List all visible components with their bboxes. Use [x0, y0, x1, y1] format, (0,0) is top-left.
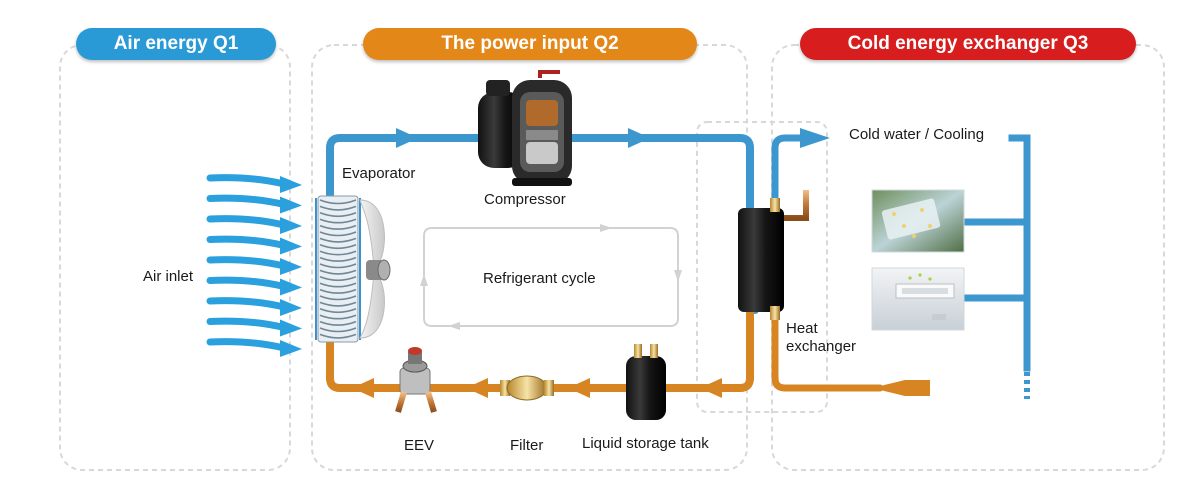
- evaporator-coil: [315, 195, 361, 343]
- air-inlet-arrowhead: [280, 196, 302, 214]
- coil-line: [319, 205, 357, 211]
- frame-cold-exchanger: [771, 44, 1165, 471]
- ceiling-ac-photo: [871, 267, 965, 331]
- air-inlet-arrowhead: [280, 340, 302, 357]
- cooling-manifold: [958, 134, 1031, 372]
- manifold-continuation-dots: [1024, 372, 1030, 399]
- compressor-label: Compressor: [484, 191, 566, 208]
- coil-line: [319, 231, 357, 237]
- coil-line: [319, 282, 357, 288]
- air-inlet-arrow: [206, 215, 288, 229]
- coil-line: [319, 244, 357, 250]
- air-inlet-arrowhead: [280, 278, 302, 296]
- air-inlet-arrowhead: [280, 176, 302, 193]
- orange-pipe-return: [771, 296, 884, 392]
- filter-icon: [500, 375, 554, 401]
- heat-exchanger-label-line2: exchanger: [786, 338, 857, 355]
- coil-line: [319, 276, 357, 282]
- refrigerant-cycle-loop: [423, 227, 679, 327]
- blue-pipe-cold-water: [771, 134, 804, 254]
- heat-exchanger-icon: [738, 190, 812, 320]
- coil-line: [319, 333, 357, 339]
- air-inlet-arrowhead: [280, 299, 302, 316]
- cold-water-label: Cold water / Cooling: [849, 126, 985, 143]
- refrigerant-cycle-label: Refrigerant cycle: [483, 270, 596, 287]
- section-title-air-energy: Air energy Q1: [76, 28, 276, 60]
- liquid-storage-tank-icon: [626, 344, 666, 420]
- coil-line: [319, 288, 357, 294]
- air-inlet-arrow: [206, 256, 288, 270]
- coil-line: [319, 256, 357, 262]
- floor-cooling-photo: [871, 189, 965, 253]
- air-inlet-arrows: [206, 174, 302, 357]
- eev-icon: [395, 347, 446, 413]
- eev-label: EEV: [404, 437, 435, 454]
- coil-line: [319, 295, 357, 301]
- coil-line: [319, 308, 357, 314]
- coil-line: [319, 327, 357, 333]
- coil-line: [319, 263, 357, 269]
- frame-heat-exchanger-column: [696, 121, 828, 413]
- coil-line: [319, 199, 357, 205]
- air-inlet-arrow: [206, 338, 288, 352]
- air-inlet-arrowhead: [280, 258, 302, 275]
- return-water-arrowhead: [872, 380, 930, 396]
- coil-line: [319, 301, 357, 307]
- section-title-cold-exchanger: Cold energy exchanger Q3: [800, 28, 1136, 60]
- refrigerant-cycle-arrowheads: [420, 224, 682, 330]
- pipe-flow-arrows: [352, 128, 722, 398]
- liquid-tank-label: Liquid storage tank: [582, 435, 709, 452]
- filter-label: Filter: [510, 437, 544, 454]
- evaporator-label: Evaporator: [342, 165, 416, 182]
- air-inlet-arrow: [206, 317, 288, 331]
- air-inlet-arrow: [206, 235, 288, 249]
- orange-pipe-bottom: [326, 296, 754, 392]
- fan-icon: [359, 199, 391, 339]
- compressor-icon: [478, 70, 572, 186]
- heat-exchanger-label: Heat exchanger: [786, 320, 856, 356]
- coil-line: [319, 218, 357, 224]
- air-inlet-arrow: [206, 297, 288, 311]
- coil-line: [319, 269, 357, 275]
- air-inlet-arrow: [206, 174, 288, 188]
- heat-exchanger-label-line1: Heat: [786, 320, 818, 337]
- air-inlet-label: Air inlet: [143, 268, 194, 285]
- air-inlet-arrowhead: [280, 319, 302, 337]
- air-inlet-arrowhead: [280, 237, 302, 255]
- coil-line: [319, 314, 357, 320]
- air-inlet-arrow: [206, 276, 288, 290]
- coil-line: [319, 237, 357, 243]
- air-inlet-arrow: [206, 194, 288, 208]
- frame-air-energy: [59, 44, 291, 471]
- coil-line: [319, 320, 357, 326]
- coil-line: [319, 224, 357, 230]
- coil-line: [319, 212, 357, 218]
- coil-line: [319, 250, 357, 256]
- cold-water-out-arrowhead: [800, 128, 830, 148]
- air-inlet-arrowhead: [280, 217, 302, 234]
- section-title-power-input: The power input Q2: [363, 28, 697, 60]
